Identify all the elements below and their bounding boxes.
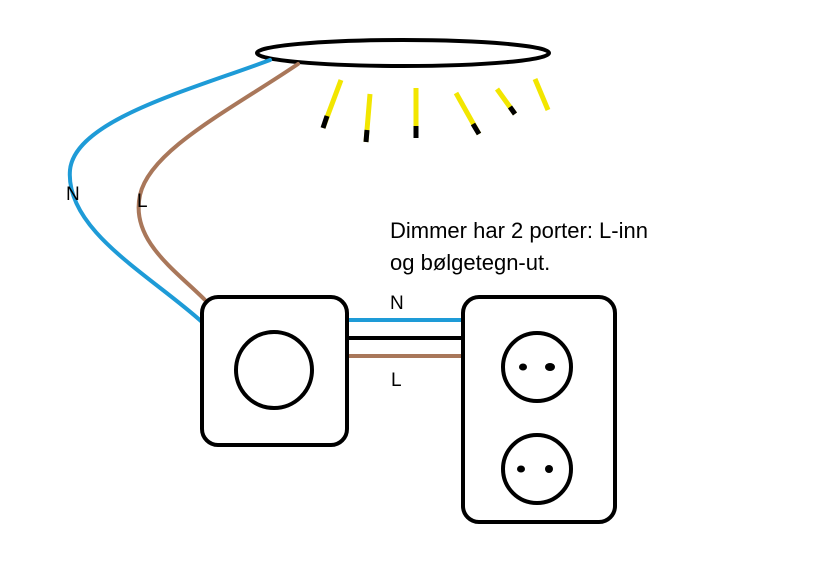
dimmer-knob: [234, 330, 314, 410]
live-wire-lamp: [136, 62, 300, 302]
double-socket-icon: [461, 295, 617, 524]
label-middle-neutral: N: [390, 293, 404, 314]
socket-pin: [545, 465, 553, 473]
label-left-neutral: N: [66, 184, 80, 205]
socket-pin: [517, 465, 525, 473]
light-ray-shadow: [470, 122, 482, 136]
dimmer-box: [200, 295, 349, 447]
light-rays: [320, 78, 551, 143]
note-line-2: og bølgetegn-ut.: [390, 250, 550, 275]
ceiling-lamp-icon: [255, 38, 551, 68]
neutral-wire-lamp: [67, 58, 272, 324]
light-ray-shadow: [363, 129, 370, 143]
label-left-live: L: [137, 191, 148, 212]
socket-outlet-top: [501, 331, 573, 403]
light-ray-shadow: [507, 105, 518, 116]
note-line-1: Dimmer har 2 porter: L-inn: [390, 218, 648, 243]
socket-outlet-bottom: [501, 433, 573, 505]
socket-pin: [545, 363, 555, 371]
light-ray-shadow: [320, 115, 330, 129]
dimmer-switch-icon: [200, 295, 349, 447]
socket-box: [461, 295, 617, 524]
label-middle-live: L: [391, 370, 402, 391]
light-ray: [532, 78, 551, 111]
socket-pin: [519, 363, 527, 371]
